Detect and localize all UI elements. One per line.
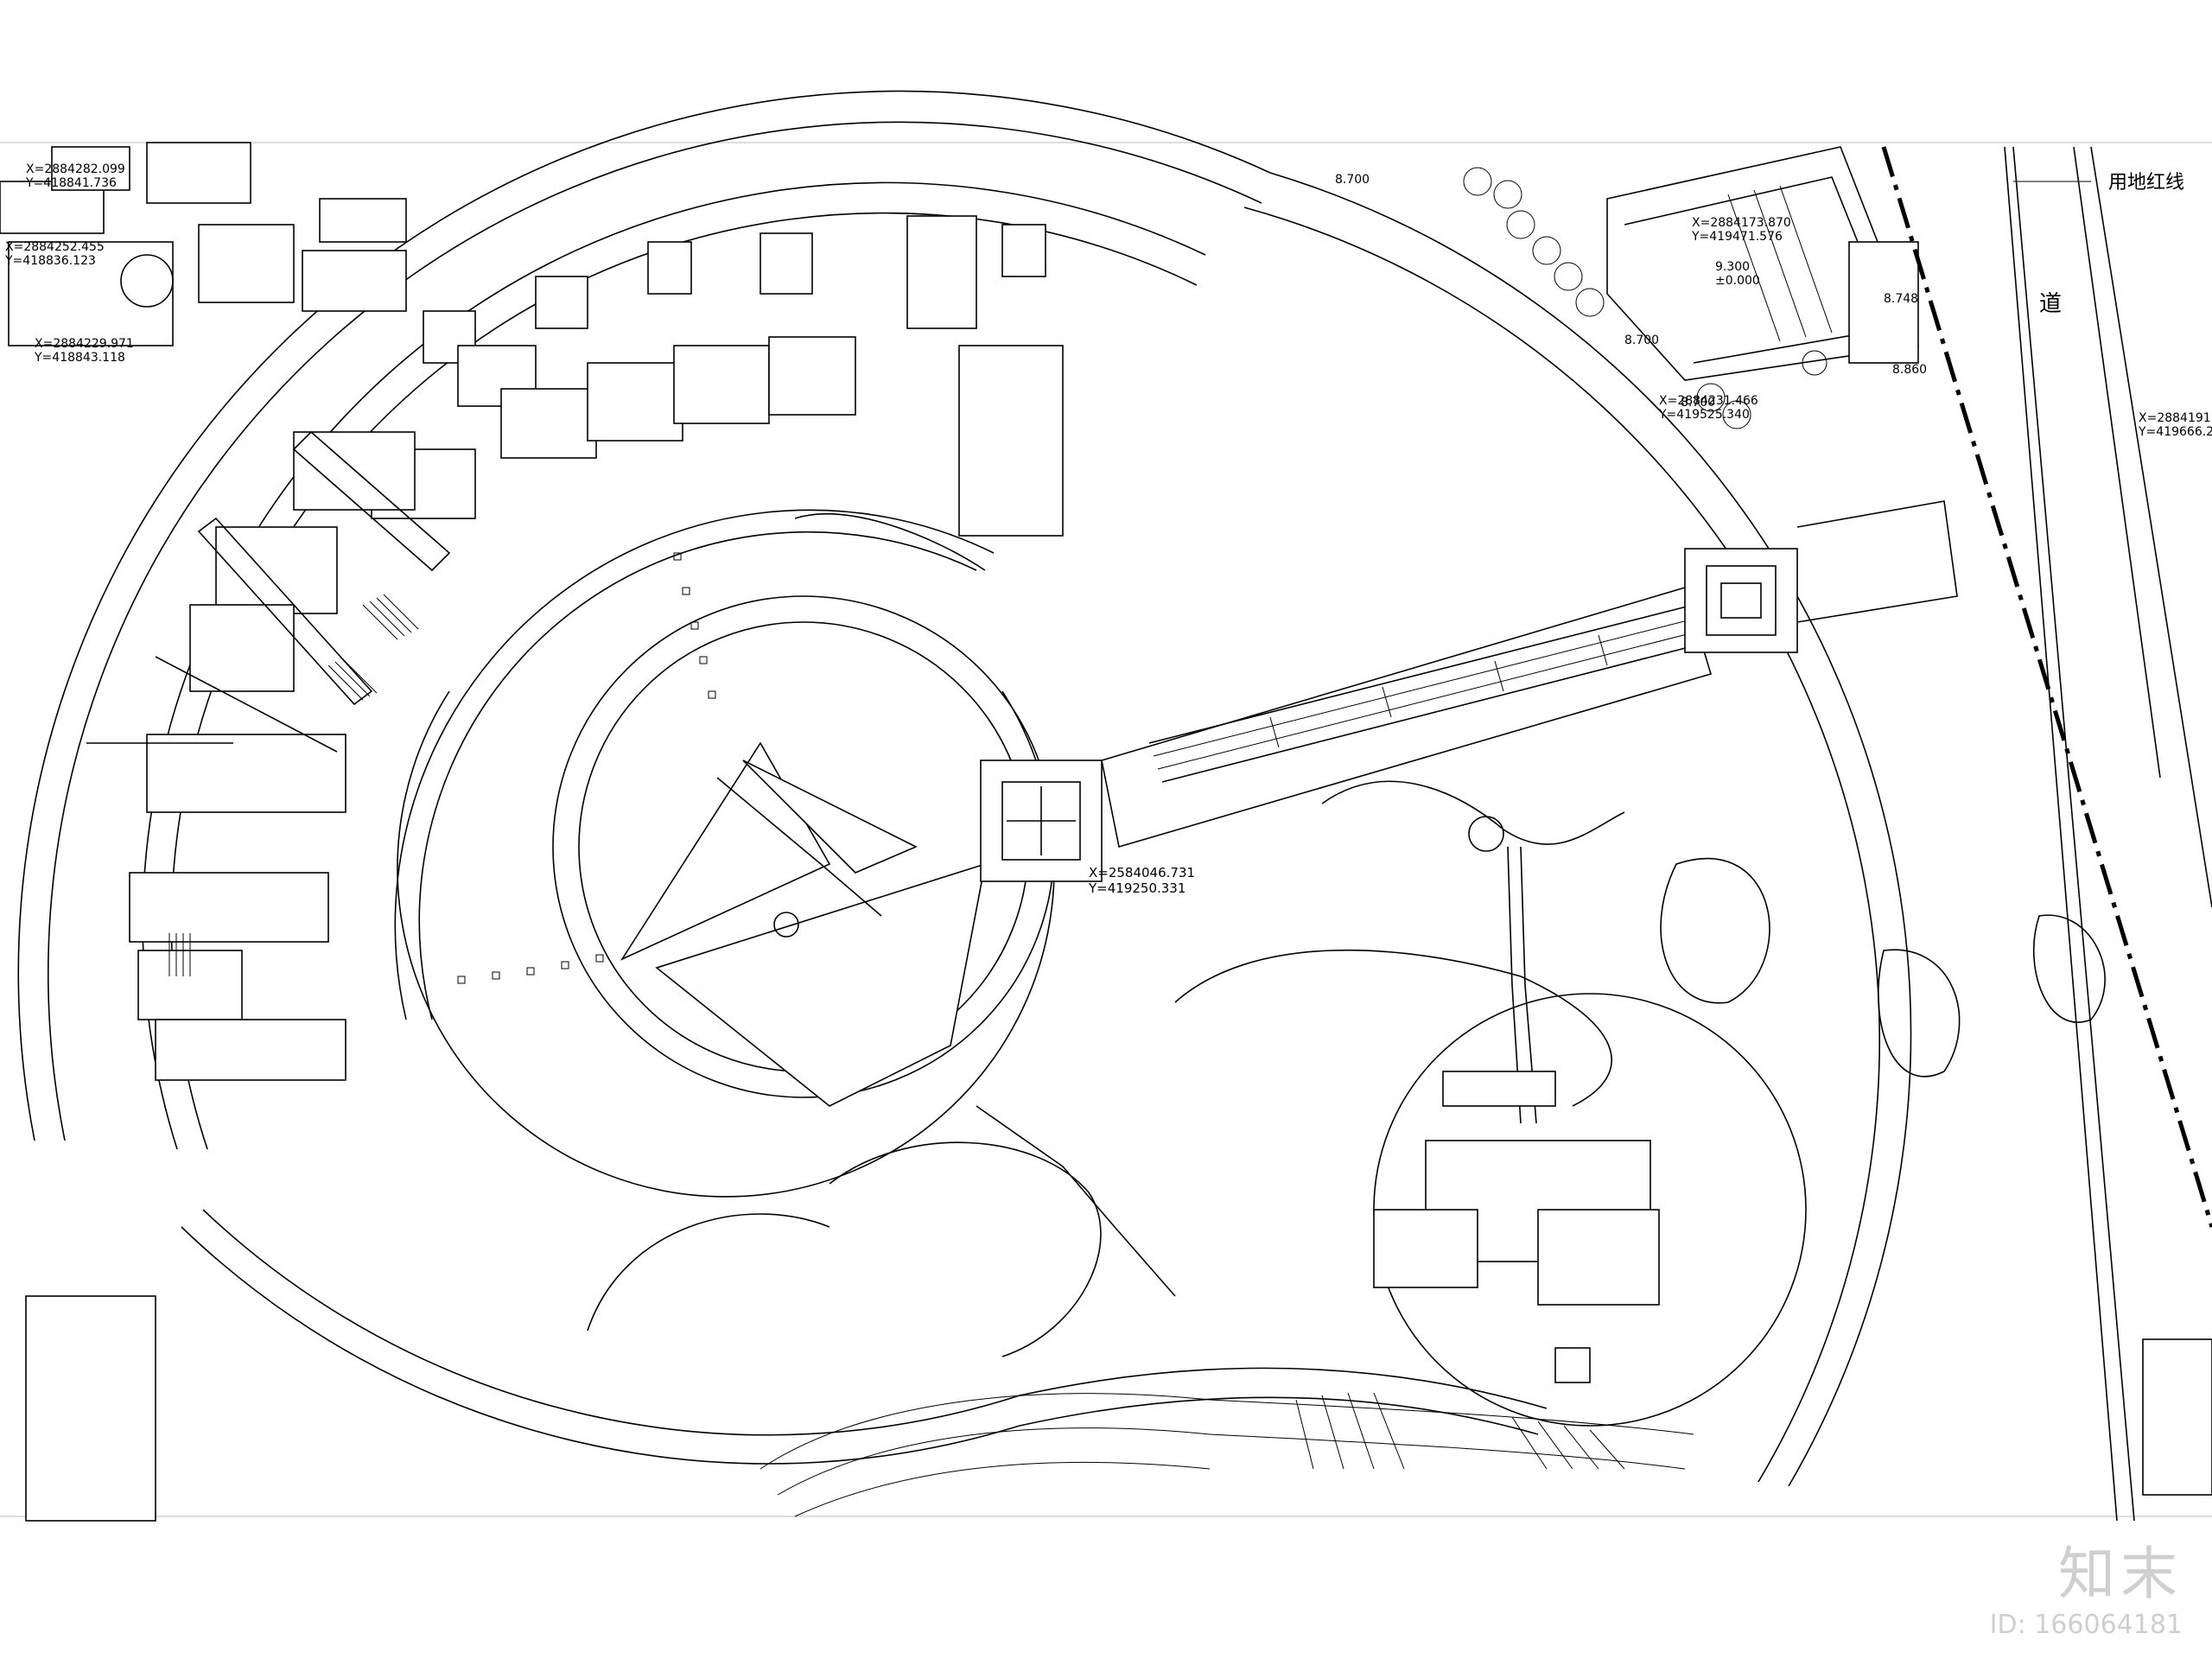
elevation-3: ±0.000 xyxy=(1715,274,1760,288)
drawing-frame xyxy=(0,142,2212,1517)
watermark-logo: 知末 xyxy=(2058,1541,2183,1607)
elevation-5: 8.700 xyxy=(1335,173,1370,187)
elevation-7: 8.860 xyxy=(1892,363,1927,377)
nw3-coord-y: Y=418843.118 xyxy=(34,351,125,365)
nw-coord-y: Y=418841.736 xyxy=(25,176,117,190)
northeast-building xyxy=(1606,146,1920,381)
pedestrian-bridge xyxy=(980,500,1958,882)
watermark: 知末 ID: 166064181 xyxy=(1989,1541,2183,1641)
east-coord-x: X=2884191.306 xyxy=(2139,411,2212,425)
elevation-1: 8.700 xyxy=(1624,334,1659,347)
nw-coord-x: X=2884282.099 xyxy=(26,162,125,176)
red-line-label: 用地红线 xyxy=(2108,172,2184,194)
site-boundary xyxy=(1881,146,2212,1522)
stairs-west xyxy=(168,594,419,976)
nw3-coord-x: X=2884229.971 xyxy=(35,337,134,351)
east-coord-y: Y=419666.239 xyxy=(2138,425,2212,439)
ne2-coord-x: X=2884231.466 xyxy=(1659,394,1758,408)
northeast-trees xyxy=(1463,167,1827,429)
nw2-coord-x: X=2884252.455 xyxy=(5,240,105,254)
road-char-label: 道 xyxy=(2039,291,2062,317)
hill-contours xyxy=(760,1392,1694,1517)
elevation-2: 9.300 xyxy=(1715,260,1750,274)
plaza-tree-markers xyxy=(457,552,716,984)
nw2-coord-y: Y=418836.123 xyxy=(4,254,96,268)
ne-coord-x: X=2884173.870 xyxy=(1692,216,1791,230)
central-triangular-building xyxy=(620,741,987,1107)
elevation-4: 8.700 xyxy=(1681,396,1715,410)
watermark-id: ID: 166064181 xyxy=(1989,1610,2183,1640)
ne-coord-y: Y=419471.576 xyxy=(1691,230,1783,244)
north-arc-buildings xyxy=(86,430,451,753)
west-buildings xyxy=(0,142,1064,1522)
central-plaza-ring xyxy=(394,509,1055,1198)
center-coord-y: Y=419250.331 xyxy=(1088,880,1185,896)
elevation-6: 8.748 xyxy=(1884,292,1918,306)
south-east-buildings xyxy=(1373,993,2212,1496)
landscape-outlines xyxy=(587,512,2106,1357)
ne2-coord-y: Y=419525.340 xyxy=(1658,408,1750,422)
center-coord-x: X=2584046.731 xyxy=(1089,865,1195,880)
